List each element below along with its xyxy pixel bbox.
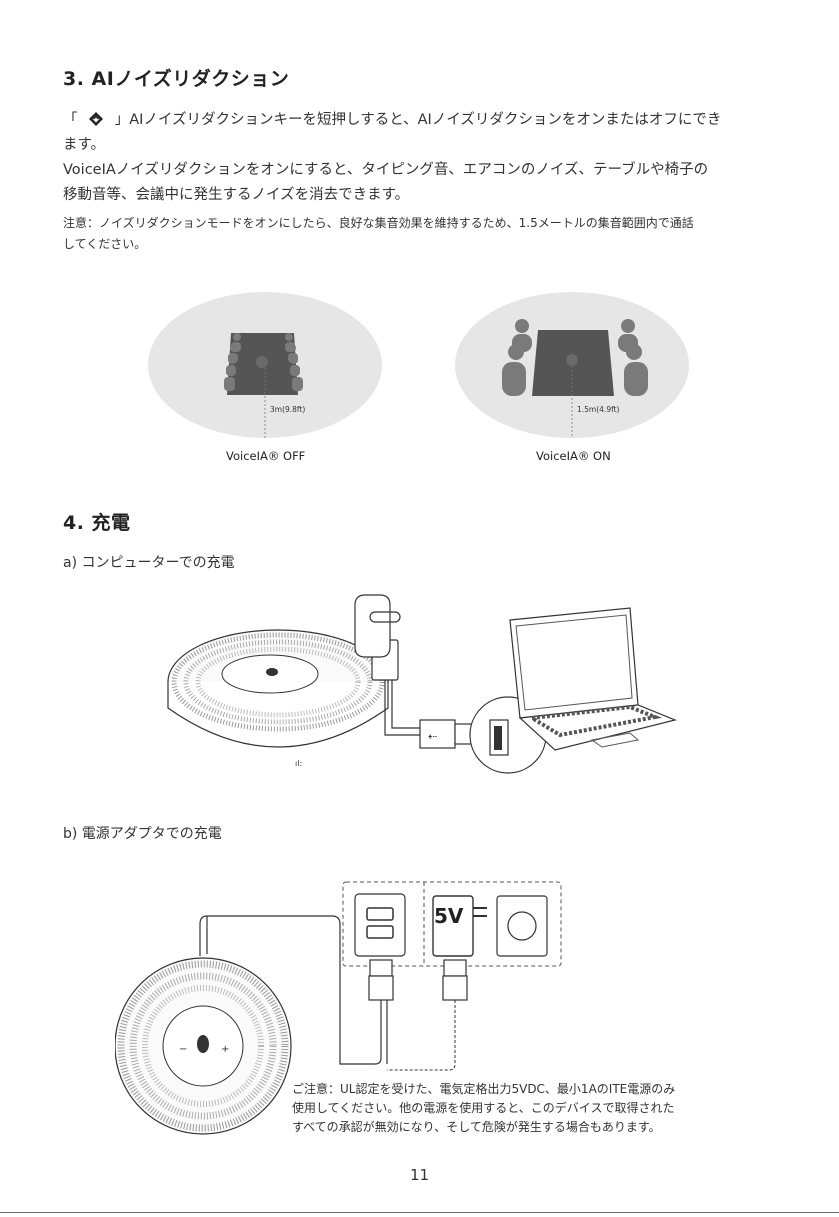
section-3-heading: 3. AIノイズリダクション bbox=[63, 68, 290, 90]
caution-line-1: ご注意：UL認定を受けた、電気定格出力5VDC、最小1AのITE電源のみ bbox=[292, 1082, 676, 1096]
page-number: 11 bbox=[409, 1166, 430, 1184]
caution-line-3: すべての承認が無効になり、そして危険が発生する場合もあります。 bbox=[292, 1120, 661, 1134]
adapter-voltage-label: 5V bbox=[434, 904, 464, 928]
adapter-charging-illustration: − + bbox=[115, 881, 562, 1135]
paragraph-1-text: 」AIノイズリダクションキーを短押しすると、AIノイズリダクションをオンまたはオ… bbox=[114, 112, 722, 128]
svg-text:⇠: ⇠ bbox=[428, 730, 437, 743]
sub-heading-a: a) コンピューターでの充電 bbox=[63, 555, 235, 571]
section-3-note-line-2: してください。 bbox=[63, 237, 147, 251]
svg-text:ıl:: ıl: bbox=[295, 759, 302, 768]
voiceia-off-diagram bbox=[148, 292, 382, 438]
on-distance-label: 1.5m(4.9ft) bbox=[577, 405, 620, 414]
section-3-paragraph-2-line-1: VoiceIAノイズリダクションをオンにすると、タイピング音、エアコンのノイズ、… bbox=[63, 162, 709, 178]
bracket-open: 「 bbox=[63, 112, 78, 128]
caution-line-2: 使用してください。他の電源を使用すると、このデバイスで取得された bbox=[292, 1101, 675, 1115]
section-3-note-line-1: 注意：ノイズリダクションモードをオンにしたら、良好な集音効果を維持するため、1.… bbox=[63, 216, 694, 230]
voiceia-on-diagram bbox=[455, 292, 689, 438]
section-3-paragraph-1: 「 」AIノイズリダクションキーを短押しすると、AIノイズリダクションをオンまた… bbox=[63, 108, 783, 136]
on-caption: VoiceIA® ON bbox=[536, 449, 611, 463]
ai-noise-key-icon bbox=[88, 111, 104, 136]
section-3-paragraph-1-line-2: ます。 bbox=[63, 137, 106, 153]
off-caption: VoiceIA® OFF bbox=[226, 449, 306, 463]
section-3-paragraph-2-line-2: 移動音等、会議中に発生するノイズを消去できます。 bbox=[63, 187, 410, 203]
svg-text:+: + bbox=[221, 1044, 229, 1055]
footer-divider bbox=[0, 1212, 839, 1213]
off-distance-label: 3m(9.8ft) bbox=[270, 405, 306, 414]
computer-charging-illustration: ıl: ⇠ bbox=[167, 594, 677, 774]
section-4-heading: 4. 充電 bbox=[63, 512, 131, 534]
sub-heading-b: b) 電源アダプタでの充電 bbox=[63, 826, 222, 842]
svg-text:−: − bbox=[179, 1044, 187, 1055]
